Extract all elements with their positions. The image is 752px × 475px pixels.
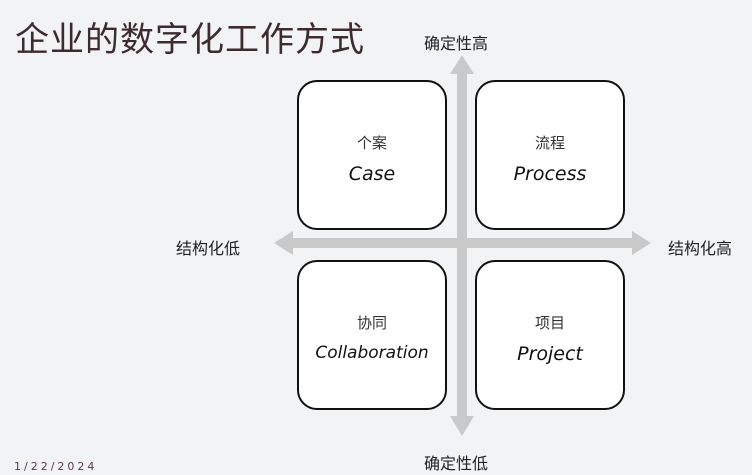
quadrant-en: Project — [517, 343, 583, 365]
quadrant-zh: 流程 — [534, 134, 565, 152]
slide-date: 1/22/2024 — [14, 460, 98, 473]
quadrant-collaboration: 协同 Collaboration — [297, 260, 447, 410]
quadrant-en: Process — [513, 163, 587, 185]
quadrant-process: 流程 Process — [475, 80, 625, 230]
quadrant-en: Collaboration — [315, 343, 429, 363]
slide-title: 企业的数字化工作方式 — [15, 20, 365, 60]
axis-label-right: 结构化高 — [668, 239, 733, 258]
axis-label-top: 确定性高 — [424, 34, 489, 53]
quadrant-en: Case — [348, 163, 396, 185]
quadrant-zh: 项目 — [534, 314, 565, 332]
quadrant-case: 个案 Case — [297, 80, 447, 230]
quadrant-zh: 协同 — [356, 314, 387, 332]
axis-label-bottom: 确定性低 — [424, 454, 489, 473]
axis-label-left: 结构化低 — [176, 239, 241, 258]
quadrant-zh: 个案 — [356, 134, 387, 152]
quadrant-project: 项目 Project — [475, 260, 625, 410]
